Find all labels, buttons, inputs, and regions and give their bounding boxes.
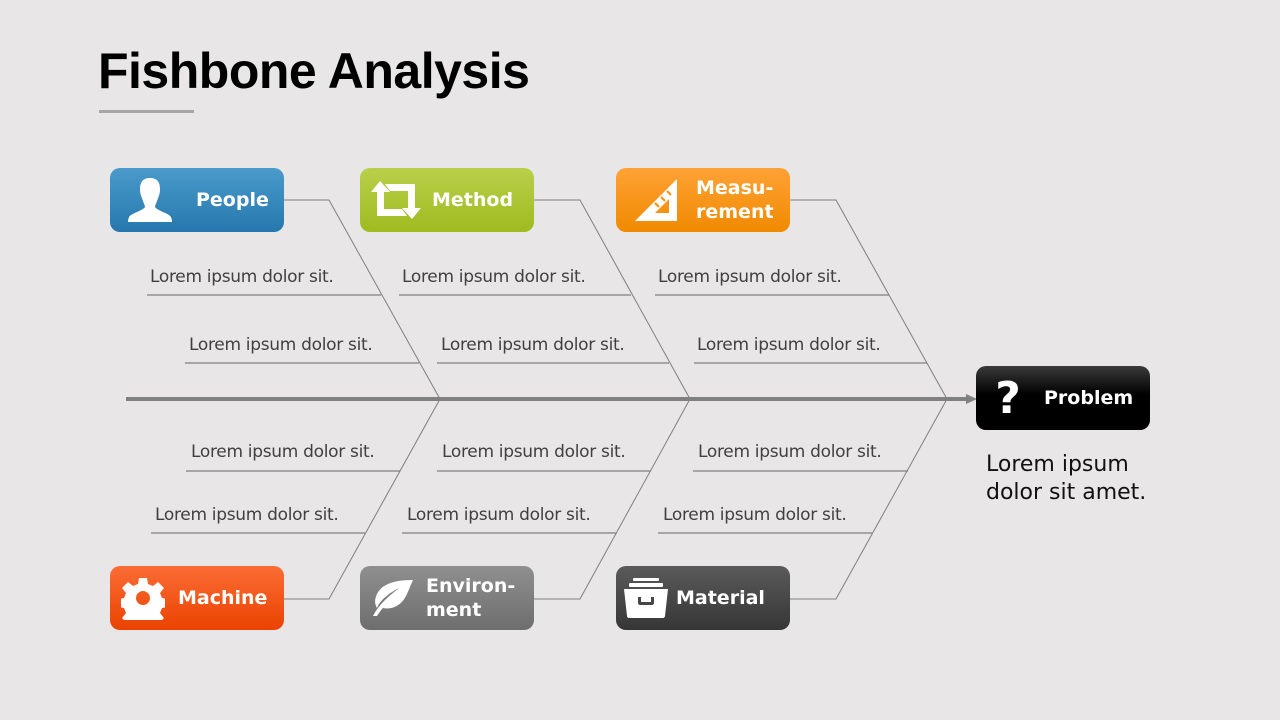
spine-arrowhead: [966, 394, 977, 404]
cause-material-2: Lorem ipsum dolor sit.: [663, 505, 847, 525]
bone-method: [534, 199, 691, 400]
bone-machine: [284, 398, 441, 600]
category-method: Method: [360, 168, 534, 232]
retweet-arrows-icon: [360, 168, 432, 232]
cause-machine-2: Lorem ipsum dolor sit.: [155, 505, 339, 525]
page-title: Fishbone Analysis: [98, 43, 530, 99]
cause-material-1: Lorem ipsum dolor sit.: [698, 442, 882, 462]
cause-measurement-1: Lorem ipsum dolor sit.: [658, 267, 842, 287]
gear-icon: [110, 566, 176, 630]
cause-measurement-2: Lorem ipsum dolor sit.: [697, 335, 881, 355]
category-label: Measu- rement: [696, 177, 774, 223]
problem-label: Problem: [1044, 387, 1134, 409]
category-material: Material: [616, 566, 790, 630]
cause-environment-1: Lorem ipsum dolor sit.: [442, 442, 626, 462]
cause-people-1: Lorem ipsum dolor sit.: [150, 267, 334, 287]
bone-material: [790, 398, 948, 600]
category-environment: Environ- ment: [360, 566, 534, 630]
cause-people-2: Lorem ipsum dolor sit.: [189, 335, 373, 355]
title-underline: [99, 110, 194, 113]
bone-measurement: [790, 199, 948, 400]
category-people: People: [110, 168, 284, 232]
leaf-icon: [360, 566, 424, 630]
set-square-ruler-icon: [616, 168, 696, 232]
cause-environment-2: Lorem ipsum dolor sit.: [407, 505, 591, 525]
category-label: Material: [676, 587, 765, 609]
category-label: Environ- ment: [426, 575, 516, 621]
cause-method-1: Lorem ipsum dolor sit.: [402, 267, 586, 287]
category-label: People: [196, 189, 269, 211]
cause-method-2: Lorem ipsum dolor sit.: [441, 335, 625, 355]
archive-box-icon: [616, 566, 676, 630]
category-machine: Machine: [110, 566, 284, 630]
category-measurement: Measu- rement: [616, 168, 790, 232]
bone-people: [284, 199, 441, 400]
question-mark-icon: ?: [995, 372, 1021, 424]
problem-description-text: Lorem ipsum dolor sit amet.: [986, 452, 1147, 505]
category-label: Machine: [178, 587, 268, 609]
bone-environment: [534, 398, 691, 600]
person-silhouette-icon: [110, 168, 190, 232]
cause-machine-1: Lorem ipsum dolor sit.: [191, 442, 375, 462]
category-label: Method: [432, 189, 514, 211]
problem-box: ? Problem: [976, 366, 1150, 430]
problem-description: Lorem ipsum dolor sit amet.: [986, 451, 1156, 507]
